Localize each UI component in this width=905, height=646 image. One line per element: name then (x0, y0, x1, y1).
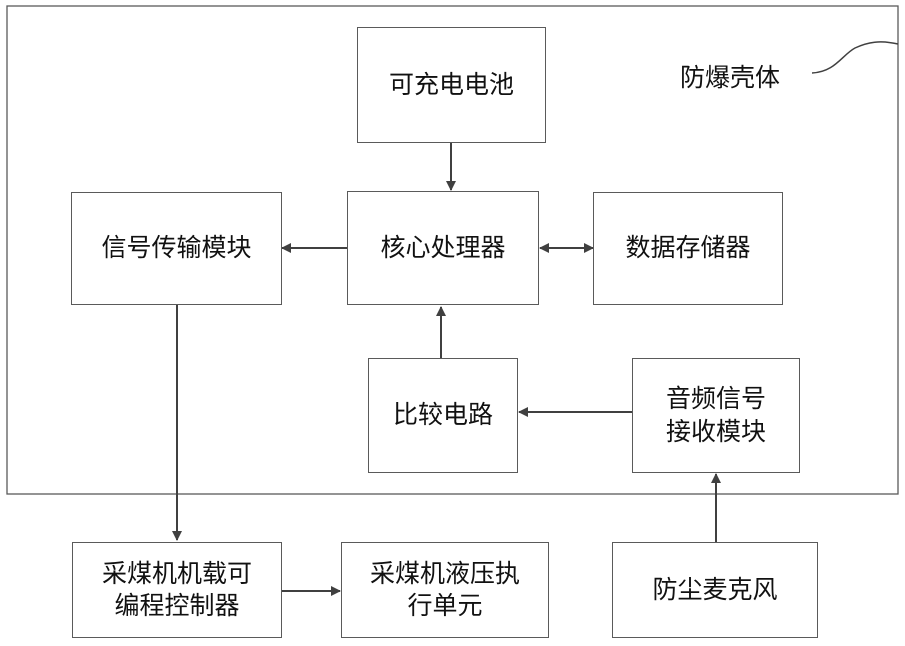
dustproof-microphone-block: 防尘麦克风 (612, 542, 818, 638)
plc-label-line1: 采煤机机载可 (102, 558, 252, 591)
comparator-circuit-block: 比较电路 (368, 358, 518, 473)
comparator-circuit-label: 比较电路 (393, 399, 493, 432)
data-storage-block: 数据存储器 (593, 192, 783, 305)
battery-label: 可充电电池 (389, 69, 514, 102)
housing-label: 防爆壳体 (680, 58, 780, 94)
signal-transmission-block: 信号传输模块 (71, 192, 282, 305)
audio-receiver-block: 音频信号 接收模块 (632, 358, 800, 473)
housing-leader-line (812, 42, 898, 73)
hydraulic-unit-label-line1: 采煤机液压执 (370, 558, 520, 591)
signal-transmission-label: 信号传输模块 (101, 232, 251, 265)
audio-receiver-label-line2: 接收模块 (666, 416, 766, 449)
core-processor-label: 核心处理器 (380, 232, 505, 265)
plc-label-line2: 编程控制器 (114, 590, 239, 623)
audio-receiver-label-line1: 音频信号 (666, 383, 766, 416)
plc-block: 采煤机机载可 编程控制器 (72, 542, 282, 638)
data-storage-label: 数据存储器 (625, 232, 750, 265)
battery-block: 可充电电池 (357, 27, 546, 143)
core-processor-block: 核心处理器 (347, 191, 539, 305)
hydraulic-unit-label-line2: 行单元 (407, 590, 482, 623)
hydraulic-unit-block: 采煤机液压执 行单元 (341, 542, 549, 638)
dustproof-microphone-label: 防尘麦克风 (652, 574, 777, 607)
